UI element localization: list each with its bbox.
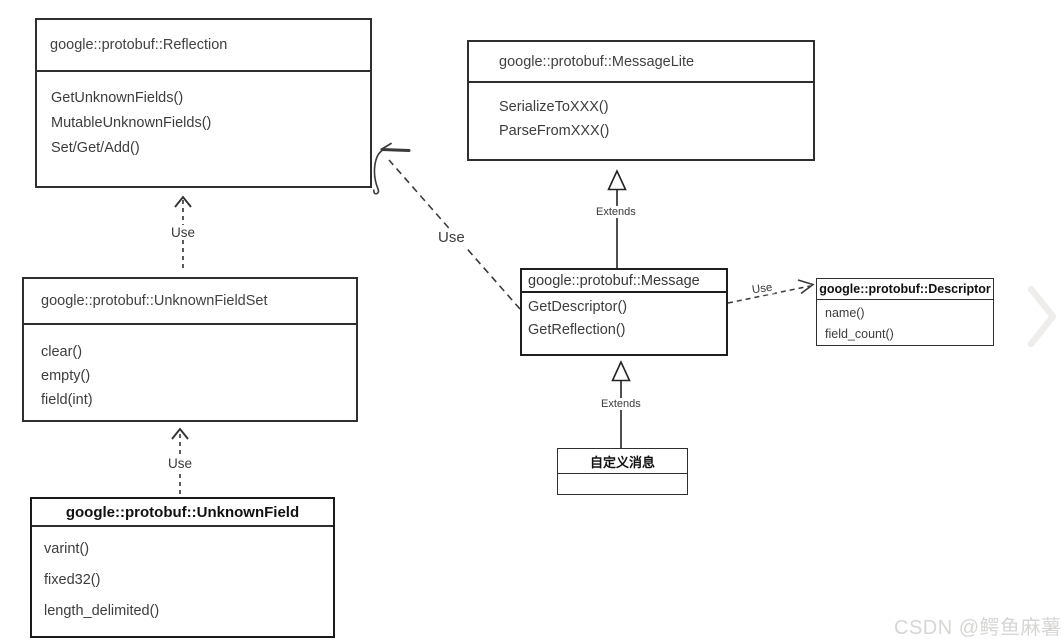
class-box-message: google::protobuf::Message GetDescriptor(…: [520, 268, 728, 356]
class-method: field_count(): [825, 327, 894, 341]
class-box-unknownfield: google::protobuf::UnknownField varint() …: [30, 497, 335, 638]
class-box-messagelite: google::protobuf::MessageLite SerializeT…: [467, 40, 815, 161]
csdn-watermark: CSDN @鳄鱼麻薯: [894, 617, 1061, 639]
class-methods: GetDescriptor() GetReflection(): [522, 293, 726, 342]
class-box-descriptor: google::protobuf::Descriptor name() fiel…: [816, 278, 994, 346]
class-methods: GetUnknownFields() MutableUnknownFields(…: [37, 72, 370, 161]
class-methods: name() field_count(): [817, 300, 993, 345]
class-method: GetUnknownFields(): [51, 90, 184, 106]
class-title: google::protobuf::UnknownField: [32, 499, 333, 527]
class-method: ParseFromXXX(): [499, 123, 610, 139]
use-arrow-message-to-reflection: [373, 142, 521, 310]
class-title: 自定义消息: [558, 449, 687, 474]
edge-label-extends: Extends: [599, 398, 643, 410]
class-title: google::protobuf::UnknownFieldSet: [24, 279, 356, 325]
class-method: length_delimited(): [44, 603, 160, 619]
class-box-custom-message: 自定义消息: [557, 448, 688, 495]
class-method: name(): [825, 306, 865, 320]
class-method: Set/Get/Add(): [51, 140, 140, 156]
class-title: google::protobuf::Message: [522, 270, 726, 293]
class-body-empty: [558, 474, 687, 519]
class-box-reflection: google::protobuf::Reflection GetUnknownF…: [35, 18, 372, 188]
edge-label-use: Use: [169, 225, 198, 240]
class-methods: varint() fixed32() length_delimited(): [32, 527, 333, 627]
class-method: fixed32(): [44, 572, 101, 588]
class-methods: SerializeToXXX() ParseFromXXX(): [469, 83, 813, 143]
class-box-unknownfieldset: google::protobuf::UnknownFieldSet clear(…: [22, 277, 358, 422]
class-method: field(int): [41, 392, 93, 408]
class-title: google::protobuf::Reflection: [37, 20, 370, 72]
edge-label-use: Use: [166, 456, 195, 471]
class-method: GetReflection(): [528, 322, 626, 338]
class-method: MutableUnknownFields(): [51, 115, 212, 131]
edge-label-use: Use: [749, 281, 776, 297]
class-method: empty(): [41, 368, 91, 384]
extends-arrow-message-to-messagelite: [607, 169, 627, 268]
class-method: clear(): [41, 344, 83, 360]
class-method: SerializeToXXX(): [499, 99, 609, 115]
class-method: varint(): [44, 541, 90, 557]
class-methods: clear() empty() field(int): [24, 325, 356, 412]
class-method: GetDescriptor(): [528, 299, 628, 315]
next-chevron-icon[interactable]: [1027, 285, 1057, 348]
class-title: google::protobuf::MessageLite: [469, 42, 813, 83]
edge-label-extends: Extends: [594, 206, 638, 218]
class-title: google::protobuf::Descriptor: [817, 279, 993, 300]
edge-label-use: Use: [436, 229, 467, 246]
